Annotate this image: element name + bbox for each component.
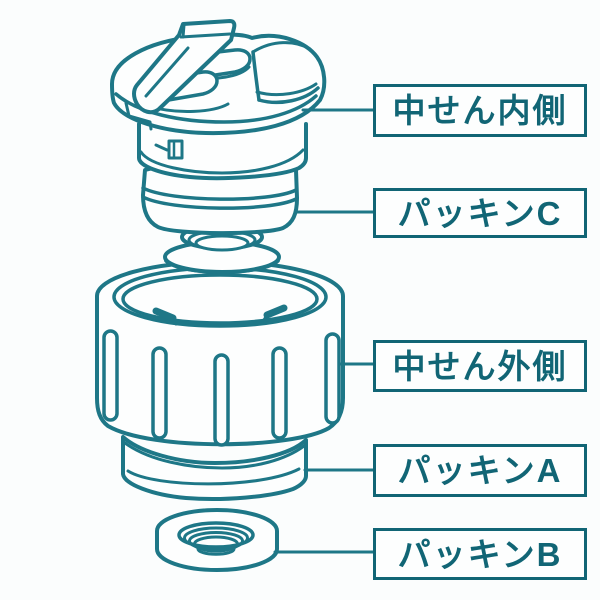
packing-c-ring-line [141,186,298,201]
label-packing-a: パッキンA [373,444,587,497]
label-inner-stopper-inside: 中せん内側 [373,84,587,137]
leader-lines [273,108,377,554]
cap-flip-handle [132,19,237,115]
inner-stopper-cap-drawing [110,19,327,136]
packing-b-washer-drawing [155,508,279,572]
packing-a-band-drawing [121,435,308,501]
label-inner-stopper-outside: 中せん外側 [373,340,587,392]
inner-stopper-body-drawing [141,162,299,236]
label-packing-b: パッキンB [373,528,587,580]
rim-tab-right [263,304,288,319]
inner-stopper-collar-drawing [137,122,308,181]
rim-tab-left [152,307,177,322]
cap-dome [251,41,320,105]
grip-grooves [102,329,341,447]
outer-stopper-drawing [95,260,345,501]
label-packing-c: パッキンC [373,188,587,238]
collar-tab [167,139,184,160]
